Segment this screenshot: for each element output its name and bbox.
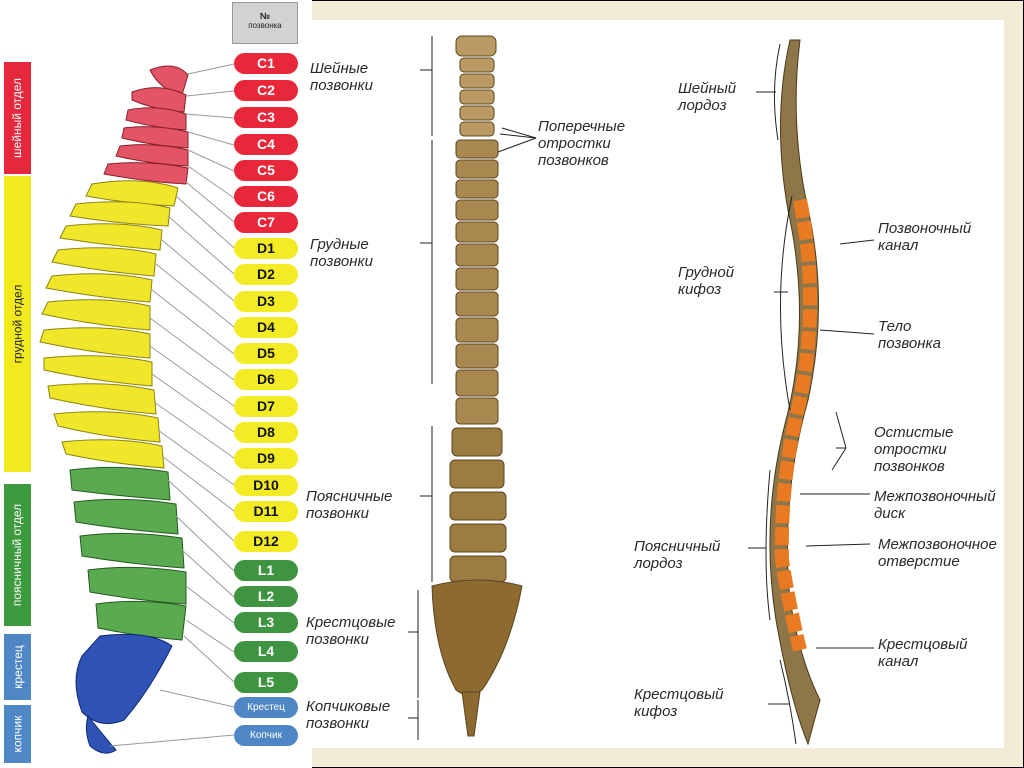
front-coccyx: [461, 691, 481, 737]
thoracic-vertebrae: [39, 180, 179, 469]
vertebra-label-d1: D1: [234, 238, 298, 259]
coccyx: [85, 714, 117, 754]
vertebra-label-c2: C2: [234, 80, 298, 101]
vertebra-label-c7: C7: [234, 212, 298, 233]
region-thoracic: грудной отдел: [4, 176, 31, 472]
vertebra-label-l5: L5: [234, 672, 298, 693]
vertebra-label-c3: C3: [234, 107, 298, 128]
vertebra-label-d11: D11: [234, 501, 298, 522]
pointer-lines: [109, 63, 235, 747]
vertebra-label-d8: D8: [234, 422, 298, 443]
region-sacrum: крестец: [4, 634, 31, 700]
vertebra-label-d4: D4: [234, 317, 298, 338]
front-cervical: [455, 35, 497, 137]
vertebra-label-d10: D10: [234, 475, 298, 496]
front-brackets: [408, 36, 537, 740]
vertebra-label-c6: C6: [234, 186, 298, 207]
colored-spine: [39, 63, 235, 754]
vertebra-label-l4: L4: [234, 641, 298, 662]
vertebra-label-c1: C1: [234, 53, 298, 74]
region-lumbar: поясничный отдел: [4, 484, 31, 626]
vertebra-label-d3: D3: [234, 291, 298, 312]
vertebra-label-d5: D5: [234, 343, 298, 364]
cervical-vertebrae: [103, 65, 189, 185]
side-curve-brackets: [748, 43, 875, 745]
vertebra-label-l3: L3: [234, 612, 298, 633]
vertebra-label-d7: D7: [234, 396, 298, 417]
sacrum: [75, 633, 173, 725]
region-coccyx: копчик: [4, 705, 31, 763]
vertebra-label-d12: D12: [234, 531, 298, 552]
vertebra-label-c5: C5: [234, 160, 298, 181]
vertebra-label-l2: L2: [234, 586, 298, 607]
vertebra-label-l1: L1: [234, 560, 298, 581]
front-thoracic: [455, 139, 499, 425]
header-caption: позвонка: [248, 21, 282, 30]
side-view-panel: [624, 20, 1004, 748]
front-lumbar: [449, 427, 507, 583]
vertebra-label-d2: D2: [234, 264, 298, 285]
vertebra-label-d9: D9: [234, 448, 298, 469]
header-number-sign: №: [259, 11, 271, 21]
vertebra-label-d6: D6: [234, 369, 298, 390]
side-view-spine: [748, 39, 875, 746]
vertebra-label-c4: C4: [234, 134, 298, 155]
front-view-spine: [408, 35, 537, 740]
vertebra-number-header: № позвонка: [232, 2, 298, 44]
vertebra-label-sacrum: Крестец: [234, 697, 298, 718]
front-sacrum: [431, 579, 523, 696]
side-spine-bodies: [774, 198, 817, 652]
region-cervical: шейный отдел: [4, 62, 31, 174]
vertebra-label-coccyx: Копчик: [234, 725, 298, 746]
lumbar-vertebrae: [69, 466, 187, 641]
